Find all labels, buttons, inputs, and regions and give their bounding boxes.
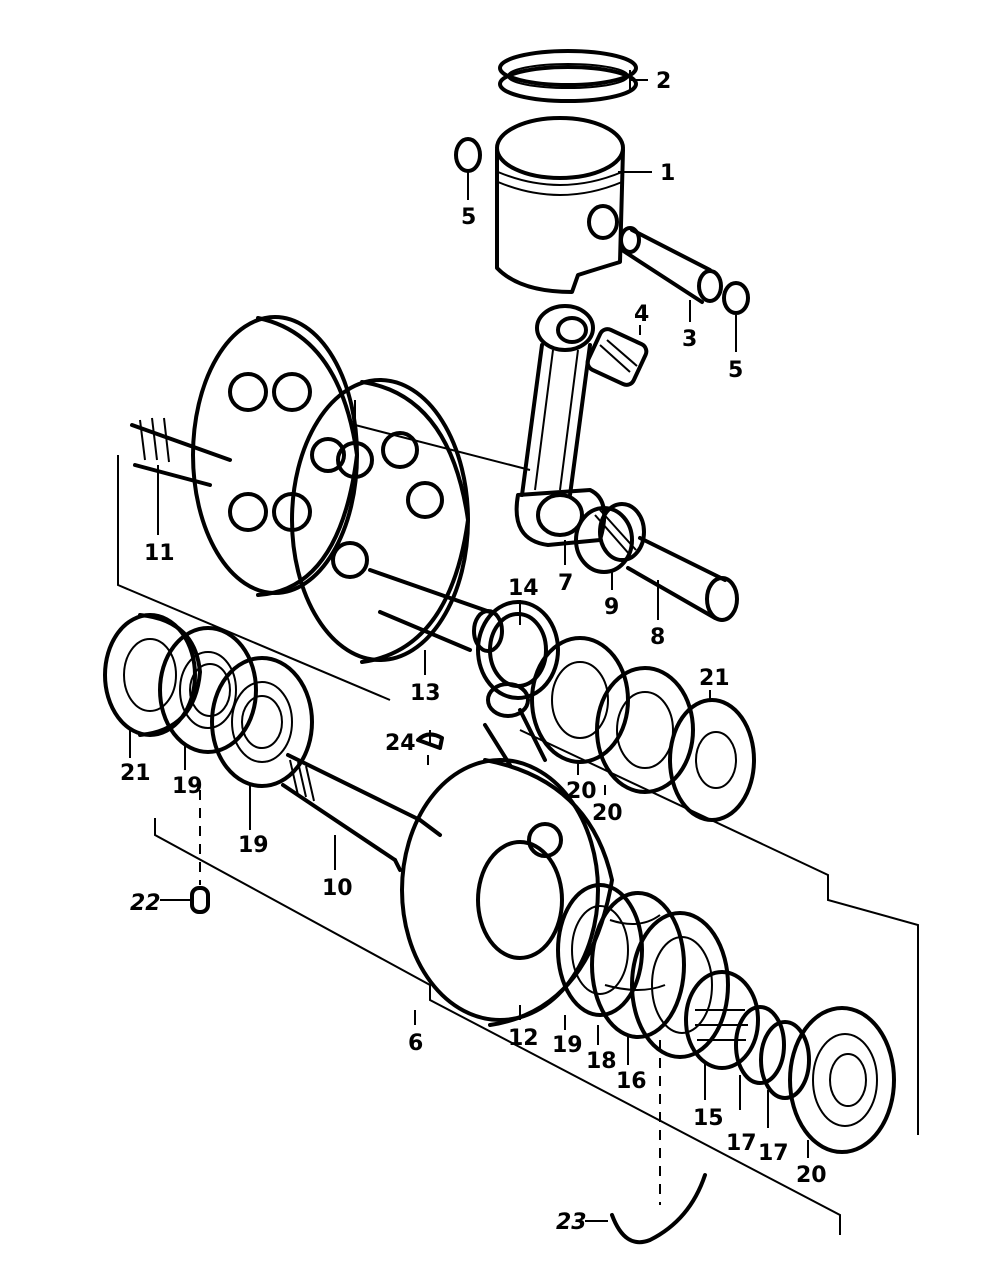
crank-half-right (130, 315, 359, 597)
piston-rings (498, 49, 638, 103)
label-17-b: 17 (758, 1141, 789, 1166)
label-1: 1 (660, 161, 675, 186)
oil-seal-right (668, 698, 756, 822)
label-14: 14 (508, 576, 539, 601)
part-labels: 2 1 5 4 3 5 11 7 14 9 8 21 13 24 21 19 2… (120, 69, 827, 1235)
bearing-right-inner (530, 636, 630, 764)
label-7: 7 (558, 571, 573, 596)
connecting-rod (514, 304, 607, 547)
label-19-c: 19 (552, 1033, 583, 1058)
label-15: 15 (693, 1106, 724, 1131)
ring-17-a (734, 1005, 786, 1085)
label-10: 10 (322, 876, 353, 901)
bearing-end-20 (788, 1006, 896, 1154)
snap-ring-23 (610, 1173, 707, 1245)
dowel-pin (190, 886, 210, 914)
label-22: 22 (130, 891, 161, 916)
label-2: 2 (656, 69, 671, 94)
piston-pin (619, 226, 723, 304)
label-8: 8 (650, 625, 665, 650)
label-5-right: 5 (728, 358, 743, 383)
label-20-b: 20 (592, 801, 623, 826)
label-21-left: 21 (120, 761, 151, 786)
small-end-bearing (585, 327, 649, 387)
label-5-left: 5 (461, 205, 476, 230)
lower-crank-bracket (154, 729, 919, 1235)
crank-half-left (290, 378, 504, 664)
label-4: 4 (634, 302, 649, 327)
thrust-washer (476, 600, 560, 700)
label-16: 16 (616, 1069, 647, 1094)
label-19-a: 19 (172, 774, 203, 799)
labyrinth-16 (630, 911, 730, 1059)
label-6: 6 (408, 1031, 423, 1056)
label-21-right: 21 (699, 666, 730, 691)
crank-pin (626, 536, 739, 622)
label-24: 24 (385, 731, 416, 756)
label-18: 18 (586, 1049, 617, 1074)
label-9: 9 (604, 595, 619, 620)
oil-seal-left (103, 613, 202, 737)
label-3: 3 (682, 327, 697, 352)
piston (495, 116, 625, 294)
ring-17-b (759, 1020, 811, 1100)
crank-half-assembly (400, 682, 614, 1027)
big-end-bearing (574, 502, 646, 574)
shim-19 (556, 883, 644, 1017)
seal-18 (590, 891, 686, 1039)
label-19-b: 19 (238, 833, 269, 858)
crankshaft-left-taper (281, 753, 442, 872)
circlip-right (722, 281, 750, 315)
bearing-left-inner (158, 626, 258, 754)
woodruff-key (416, 732, 444, 750)
label-11: 11 (144, 541, 175, 566)
bearing-right-outer (595, 666, 695, 794)
label-13: 13 (410, 681, 441, 706)
label-12: 12 (508, 1026, 539, 1051)
label-23: 23 (556, 1210, 587, 1235)
circlip-left (454, 137, 482, 173)
bearing-left-outer (210, 656, 314, 788)
leader-lines (129, 70, 809, 1222)
label-17-a: 17 (726, 1131, 757, 1156)
upper-crank-bracket (117, 400, 531, 701)
label-20-a: 20 (566, 779, 597, 804)
label-20-c: 20 (796, 1163, 827, 1188)
